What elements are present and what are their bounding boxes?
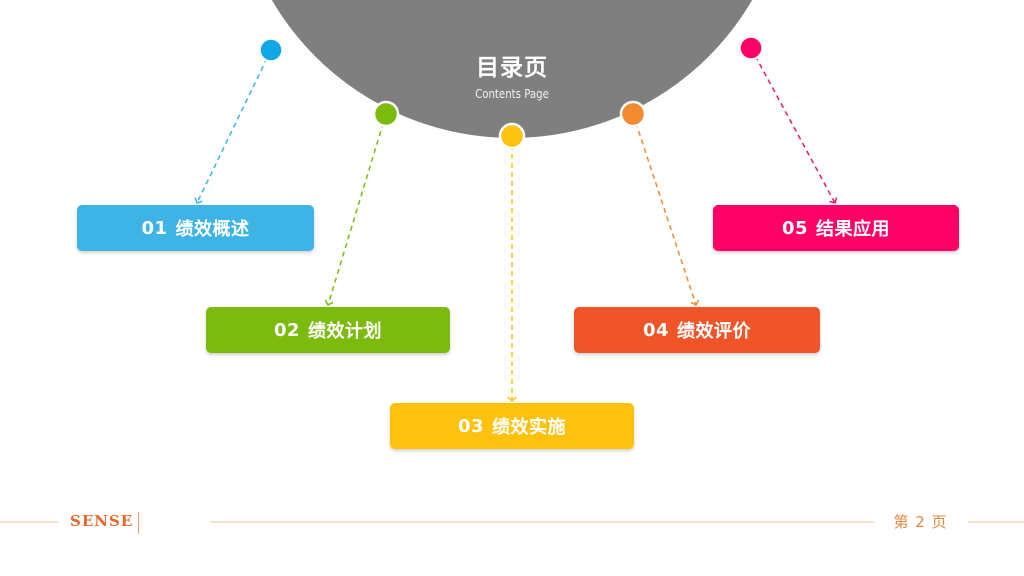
contents-item-05[interactable]: 05 结果应用	[713, 205, 959, 251]
item-number: 03	[457, 415, 485, 437]
node-dot-03	[498, 122, 526, 150]
connector-line-05	[750, 47, 838, 204]
logo-divider	[138, 512, 139, 534]
contents-item-04[interactable]: 04 绩效评价	[574, 307, 820, 353]
item-label: 绩效评价	[677, 321, 752, 342]
item-number: 04	[642, 319, 670, 341]
item-label: 绩效概述	[175, 219, 250, 240]
contents-item-02[interactable]: 02 绩效计划	[206, 307, 450, 353]
page-number: 第 2 页	[893, 513, 947, 531]
page-title: 目录页	[476, 55, 548, 81]
connector-line-01	[194, 49, 272, 204]
node-dot-02	[372, 100, 400, 128]
node-dot-05	[738, 35, 764, 61]
item-number: 05	[781, 217, 809, 239]
connector-line-02	[324, 113, 387, 307]
brand-logo: SENSE	[70, 512, 134, 530]
item-number: 02	[273, 319, 301, 341]
contents-item-03[interactable]: 03 绩效实施	[390, 403, 634, 449]
connector-line-04	[632, 113, 700, 307]
contents-item-01[interactable]: 01 绩效概述	[77, 205, 314, 251]
page-subtitle: Contents Page	[475, 87, 549, 101]
node-dot-04	[619, 100, 647, 128]
item-label: 绩效计划	[308, 321, 383, 342]
node-dot-01	[258, 37, 284, 63]
item-number: 01	[141, 217, 168, 239]
item-label: 结果应用	[816, 219, 891, 240]
item-label: 绩效实施	[492, 417, 567, 438]
